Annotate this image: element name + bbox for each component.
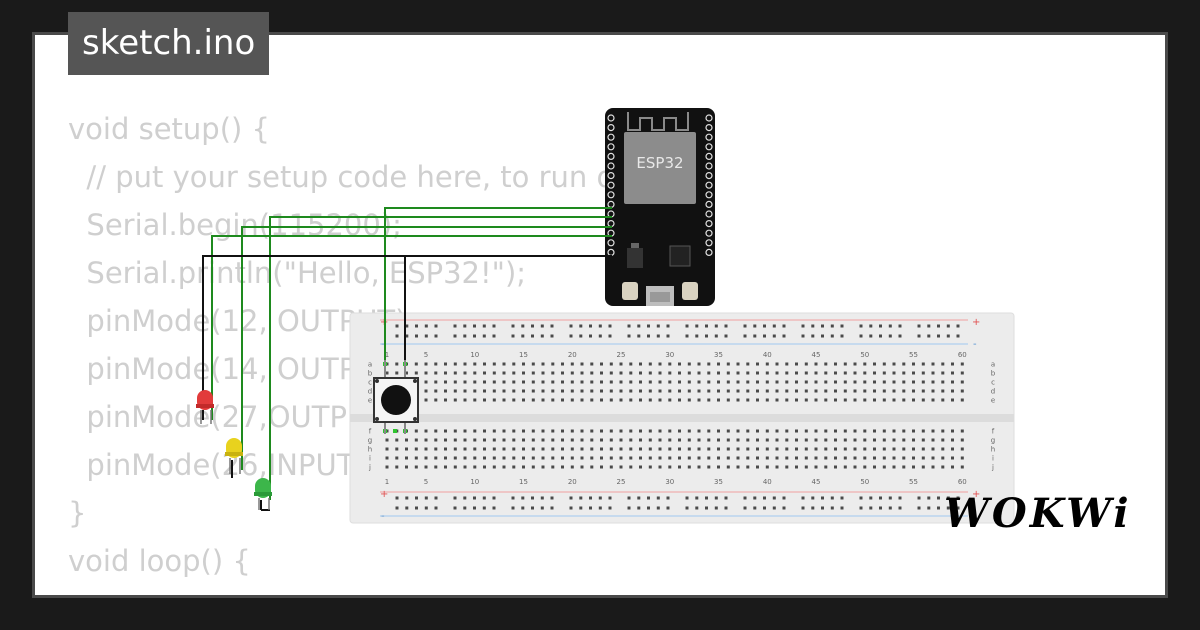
row-letter: g <box>368 437 372 445</box>
column-number: 15 <box>519 478 528 486</box>
row-letter: f <box>369 428 372 436</box>
code-line: // put your setup code here, to run once… <box>68 160 677 194</box>
code-line: if(digitalRead(26) == HIGH){ <box>68 585 676 595</box>
column-number: 55 <box>909 351 918 359</box>
column-number: 10 <box>470 351 479 359</box>
column-number: 30 <box>665 478 674 486</box>
rail-plus-bottom-right: + <box>972 489 980 500</box>
column-number: 45 <box>812 351 821 359</box>
row-letter: j <box>991 464 994 472</box>
column-number: 25 <box>617 351 626 359</box>
column-number: 35 <box>714 351 723 359</box>
code-line: } <box>68 496 87 530</box>
row-letter: i <box>992 455 994 463</box>
wires <box>202 207 612 511</box>
row-letter: j <box>368 464 371 472</box>
code-line: void loop() { <box>68 544 251 578</box>
column-number: 5 <box>424 351 428 359</box>
row-letter: e <box>991 397 995 405</box>
column-number: 5 <box>424 478 428 486</box>
row-letter: h <box>991 446 995 454</box>
column-number: 30 <box>665 351 674 359</box>
row-letter: e <box>368 397 372 405</box>
led-red-icon[interactable] <box>196 390 214 424</box>
wokwi-logo-icon: WOKWi <box>944 490 1132 537</box>
rail-minus-top-right: - <box>973 339 977 350</box>
file-tab[interactable]: sketch.ino <box>68 12 270 75</box>
rail-plus-bottom: + <box>380 489 388 500</box>
column-number: 60 <box>958 351 967 359</box>
row-letter: a <box>368 361 372 369</box>
column-number: 10 <box>470 478 479 486</box>
column-number: 15 <box>519 351 528 359</box>
column-number: 45 <box>812 478 821 486</box>
led-yellow-icon[interactable] <box>225 438 243 474</box>
column-number: 55 <box>909 478 918 486</box>
row-letter: i <box>369 455 371 463</box>
row-letter: g <box>991 437 995 445</box>
row-letter: b <box>991 370 996 378</box>
rail-minus-top: - <box>381 339 385 350</box>
column-number: 40 <box>763 351 772 359</box>
row-letter: c <box>368 379 372 387</box>
column-number: 20 <box>568 351 577 359</box>
column-number: 50 <box>860 351 869 359</box>
code-line: void setup() { <box>68 112 270 146</box>
esp32-label: ESP32 <box>636 154 683 172</box>
column-number: 20 <box>568 478 577 486</box>
file-tab-label: sketch.ino <box>82 23 256 63</box>
esp32-board-icon[interactable]: ESP32 <box>605 108 715 306</box>
column-number: 50 <box>860 478 869 486</box>
row-letter: c <box>991 379 995 387</box>
code-editor: void setup() { // put your setup code he… <box>68 105 677 595</box>
rail-plus-top-right: + <box>972 317 980 328</box>
column-number: 60 <box>958 478 967 486</box>
row-letter: d <box>991 388 995 396</box>
pushbutton-icon[interactable] <box>373 360 419 434</box>
rail-minus-bottom: - <box>381 511 385 522</box>
column-number: 1 <box>385 351 389 359</box>
row-letter: b <box>368 370 373 378</box>
row-letter: f <box>992 428 995 436</box>
code-line: Serial.println("Hello, ESP32!"); <box>68 256 527 290</box>
rail-minus-bottom-right: - <box>973 511 977 522</box>
row-letter: h <box>368 446 372 454</box>
column-number: 40 <box>763 478 772 486</box>
esp32-pin-headers <box>607 114 713 256</box>
column-number: 35 <box>714 478 723 486</box>
row-letter: d <box>368 388 372 396</box>
column-number: 25 <box>617 478 626 486</box>
column-number: 1 <box>385 478 389 486</box>
row-letter: a <box>991 361 995 369</box>
led-green-icon[interactable] <box>254 478 272 510</box>
